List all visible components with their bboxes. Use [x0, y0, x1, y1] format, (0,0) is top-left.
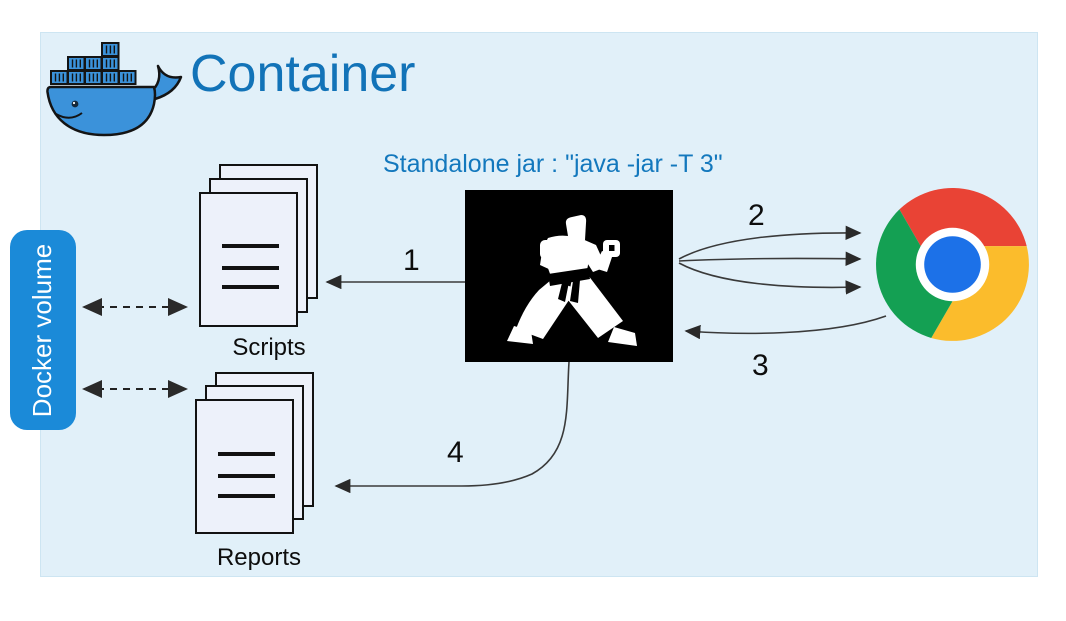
karate-jar-node	[465, 190, 673, 362]
docker-volume-label: Docker volume	[27, 243, 58, 417]
docker-whale-icon	[46, 42, 183, 137]
document-stack-icon	[199, 192, 298, 327]
step-1-label: 1	[403, 244, 420, 277]
scripts-stack: Scripts	[199, 164, 339, 364]
page-title: Container	[190, 45, 416, 103]
chrome-browser-icon	[876, 188, 1029, 341]
standalone-jar-caption: Standalone jar : "java -jar -T 3"	[383, 150, 723, 178]
step-2-label: 2	[748, 199, 765, 232]
karate-figure-icon	[507, 215, 637, 346]
reports-label: Reports	[216, 544, 302, 571]
docker-volume-node: Docker volume	[10, 230, 76, 430]
document-stack-icon	[195, 399, 294, 534]
scripts-label: Scripts	[232, 334, 306, 361]
step-3-label: 3	[752, 349, 769, 382]
step-4-label: 4	[447, 436, 464, 469]
reports-stack: Reports	[195, 372, 323, 572]
